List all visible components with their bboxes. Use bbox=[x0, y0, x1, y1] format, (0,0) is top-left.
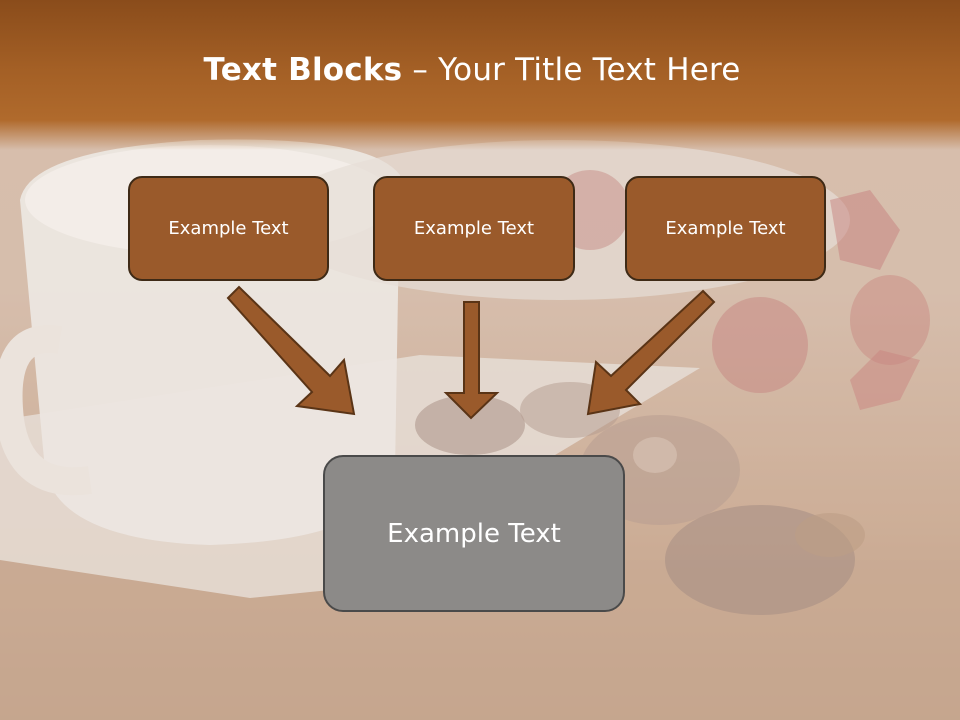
top-box-3[interactable]: Example Text bbox=[625, 176, 826, 281]
slide-title: Text Blocks – Your Title Text Here bbox=[0, 52, 944, 88]
top-box-1[interactable]: Example Text bbox=[128, 176, 329, 281]
slide-title-bold: Text Blocks bbox=[203, 52, 403, 88]
arrow-center bbox=[443, 301, 500, 420]
title-bar bbox=[0, 0, 960, 150]
slide-title-rest: – Your Title Text Here bbox=[402, 52, 741, 88]
top-box-2[interactable]: Example Text bbox=[373, 176, 575, 281]
arrow-right bbox=[586, 289, 716, 416]
arrow-left bbox=[226, 285, 356, 416]
bottom-box[interactable]: Example Text bbox=[323, 455, 625, 612]
